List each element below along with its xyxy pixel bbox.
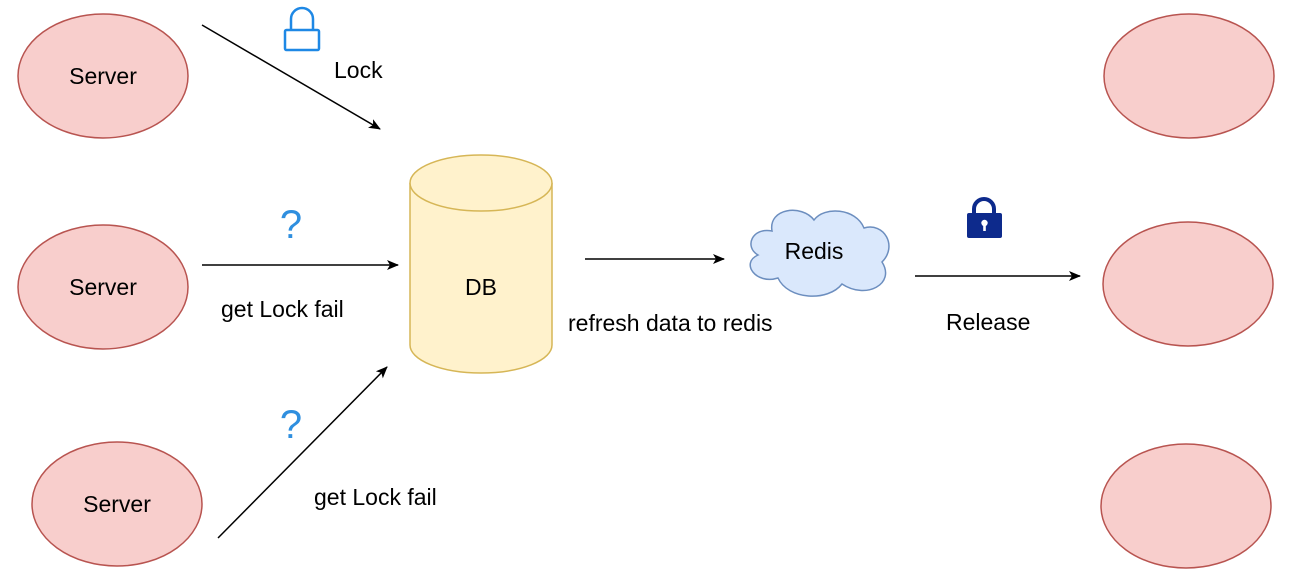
lock-label: Lock xyxy=(334,57,383,83)
refresh-data-label: refresh data to redis xyxy=(568,310,773,336)
get-lock-fail-arrow-bottom xyxy=(217,366,388,539)
db-label: DB xyxy=(465,274,497,300)
server-node-bottom[interactable]: Server xyxy=(31,441,203,567)
server-node-middle[interactable]: Server xyxy=(17,224,189,350)
locked-padlock-icon xyxy=(967,197,1002,238)
get-lock-fail-label-bottom: get Lock fail xyxy=(314,484,437,510)
server-node-bottom-label: Server xyxy=(83,491,151,517)
question-mark-icon-bottom: ? xyxy=(280,403,302,447)
server-node-top-label: Server xyxy=(69,63,137,89)
client-node-middle[interactable] xyxy=(1102,221,1274,347)
release-label: Release xyxy=(946,309,1030,335)
unlocked-padlock-icon xyxy=(283,6,321,52)
server-node-middle-label: Server xyxy=(69,274,137,300)
get-lock-fail-label-middle: get Lock fail xyxy=(221,296,344,322)
redis-label: Redis xyxy=(785,238,844,264)
lock-arrow xyxy=(201,24,381,130)
db-cylinder[interactable]: DB xyxy=(409,154,553,374)
redis-cloud[interactable]: Redis xyxy=(749,209,890,297)
client-node-bottom[interactable] xyxy=(1100,443,1272,569)
server-node-top[interactable]: Server xyxy=(17,13,189,139)
client-node-top[interactable] xyxy=(1103,13,1275,139)
question-mark-icon-middle: ? xyxy=(280,203,302,247)
